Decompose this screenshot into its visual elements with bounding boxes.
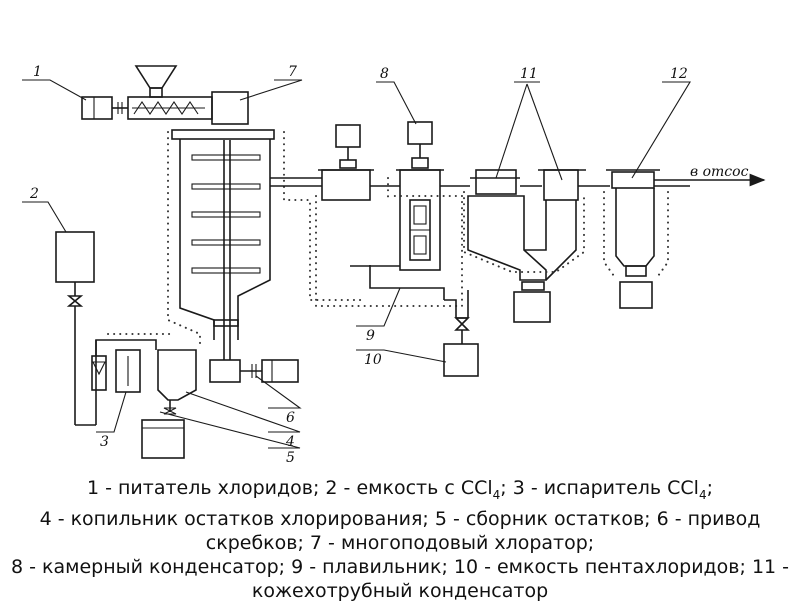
caption-sub-1: 4 bbox=[492, 487, 501, 502]
ccl4-evaporator bbox=[91, 333, 171, 393]
label-10: 10 bbox=[364, 352, 382, 368]
label-12: 12 bbox=[670, 66, 688, 82]
residue-collector bbox=[141, 419, 185, 459]
chamber-condenser bbox=[315, 121, 470, 307]
caption-part-5: 8 - камерный конденсатор; 9 - плавильник… bbox=[10, 555, 790, 602]
scraper-drive bbox=[240, 359, 299, 383]
process-flow-diagram: 1 7 2 8 11 12 3 6 4 5 9 10 в отсос bbox=[22, 64, 766, 466]
caption-part-2: ; 3 - испаритель CCl bbox=[500, 477, 699, 499]
outlet-label: в отсос bbox=[690, 164, 749, 180]
shell-and-tube-condenser bbox=[463, 169, 610, 323]
label-11: 11 bbox=[520, 66, 538, 82]
caption-part-1: 1 - питатель хлоридов; 2 - емкость с CCl bbox=[86, 477, 493, 499]
leader-lines bbox=[22, 79, 691, 449]
outlet-condenser bbox=[603, 169, 766, 309]
label-4: 4 bbox=[285, 434, 295, 450]
ccl4-tank bbox=[55, 231, 97, 426]
pentachloride-tank bbox=[443, 330, 479, 377]
label-8: 8 bbox=[380, 66, 389, 82]
label-1: 1 bbox=[33, 64, 42, 80]
caption-part-3: ; bbox=[706, 477, 714, 499]
caption-part-4: 4 - копильник остатков хлорирования; 5 -… bbox=[39, 507, 761, 554]
residue-accumulator bbox=[157, 349, 197, 415]
multi-hearth-chlorinator bbox=[167, 91, 366, 383]
label-6: 6 bbox=[286, 410, 295, 426]
melter bbox=[350, 265, 470, 331]
figure-caption: 1 - питатель хлоридов; 2 - емкость с CCl… bbox=[10, 476, 790, 603]
label-9: 9 bbox=[366, 328, 375, 344]
label-3: 3 bbox=[100, 434, 109, 450]
caption-sub-2: 4 bbox=[698, 487, 707, 502]
label-2: 2 bbox=[29, 186, 39, 202]
label-5: 5 bbox=[286, 450, 295, 466]
label-7: 7 bbox=[288, 64, 297, 80]
chloride-feeder bbox=[81, 65, 213, 120]
